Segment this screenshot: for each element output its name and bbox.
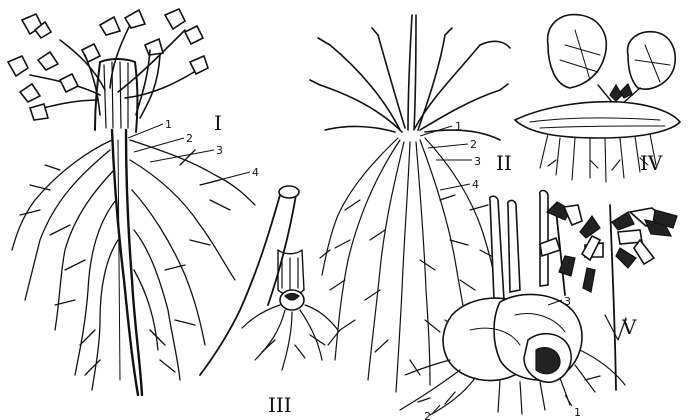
figure-i-crown [85, 50, 160, 132]
figure-ii-label: II [496, 151, 512, 175]
figure-iv-roots [540, 134, 656, 182]
figure-v-label: V [621, 315, 637, 339]
figure-v-tubers [443, 294, 582, 382]
figure-v-callout-3: 3 [564, 295, 571, 308]
figure-i-callout-4: 4 [252, 166, 259, 179]
figure-iii-label: III [268, 393, 292, 417]
figure-i-lateral-roots [12, 140, 255, 390]
figure-iv-rhizome [515, 102, 680, 138]
figure-ii-callout-2: 2 [470, 138, 477, 151]
figure-i-callout-1: 1 [165, 118, 172, 131]
figure-iv: IV [515, 15, 680, 182]
figure-iii-roots [242, 305, 338, 370]
figure-i-label: I [214, 111, 222, 135]
figure-iii: III [200, 186, 338, 417]
figure-i-callout-3: 3 [216, 144, 223, 157]
figure-i-callout-2: 2 [186, 132, 193, 145]
figure-ii-shoots [310, 15, 510, 140]
figure-iv-leaves [548, 15, 676, 104]
figure-ii-callout-1: 1 [455, 120, 462, 133]
figure-i: 1 2 3 4 I [8, 9, 259, 395]
figure-iv-label: IV [640, 151, 663, 175]
figure-i-foliage [8, 9, 208, 120]
figure-v-callout-2: 2 [424, 410, 431, 420]
figure-v: 3 2 1 V [400, 190, 677, 420]
figure-i-taproot [112, 130, 142, 395]
figure-ii-callout-4: 4 [472, 178, 479, 191]
figure-ii-callout-3: 3 [474, 155, 481, 168]
figure-v-callout-1: 1 [574, 406, 581, 419]
